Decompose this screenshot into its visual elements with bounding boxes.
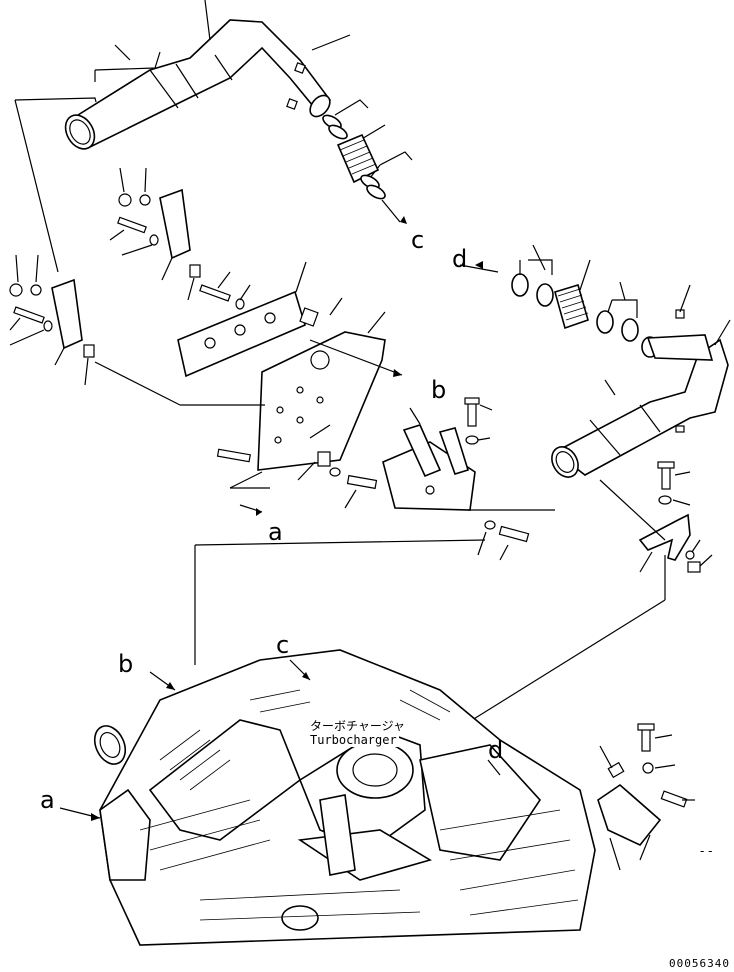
callout-a-bottom: a xyxy=(40,786,55,814)
left-intake-pipe xyxy=(64,19,332,150)
support-bracket xyxy=(382,397,555,561)
callout-c-top: c xyxy=(411,226,425,254)
plates-and-bracket xyxy=(94,261,403,516)
callout-d-bottom: d xyxy=(488,736,504,764)
lower-right-parts xyxy=(597,723,695,871)
drawing-code: 00056340 xyxy=(669,957,730,970)
callout-d-top: d xyxy=(452,245,468,273)
leader-lines-upper xyxy=(14,0,413,273)
bellows-c xyxy=(322,114,407,224)
right-bracket xyxy=(439,461,713,741)
callout-c-bottom: c xyxy=(276,631,290,659)
dash-mark: - - xyxy=(700,844,713,858)
callout-b-bottom: b xyxy=(118,650,134,678)
left-bracket-parts xyxy=(9,167,251,386)
turbocharger-label-jp: ターボチャージャ xyxy=(308,717,408,734)
callout-a-top: a xyxy=(268,518,283,546)
engine-assembly xyxy=(59,539,596,946)
callout-b-top: b xyxy=(431,376,447,404)
right-intake-pipe xyxy=(459,244,731,478)
turbocharger-label-en: Turbocharger xyxy=(308,733,399,747)
